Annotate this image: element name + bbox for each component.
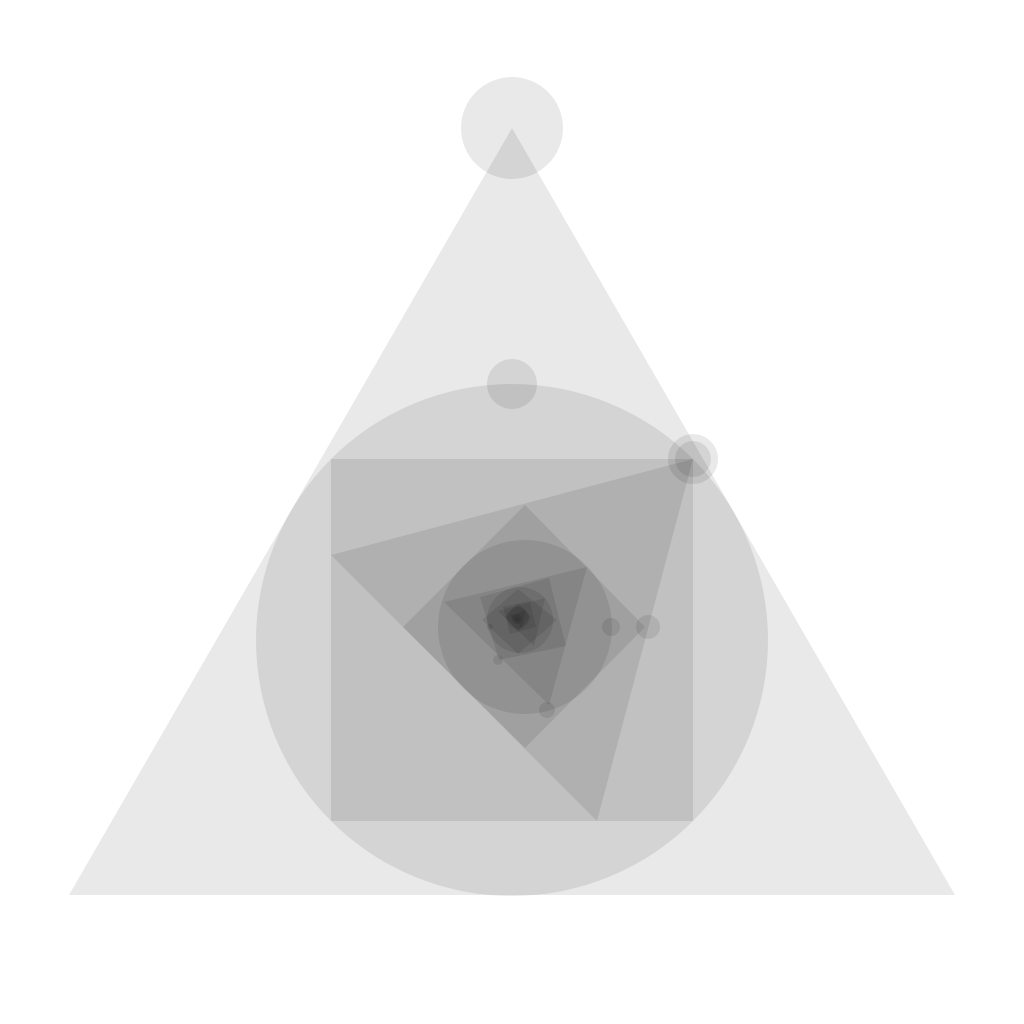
nested-diamond-2 (505, 603, 531, 632)
inner-square (480, 578, 566, 660)
nested-triangle-3 (498, 598, 545, 646)
nested-square-2 (503, 601, 536, 634)
large-circle (256, 384, 768, 896)
small-circle-upper (487, 359, 537, 409)
square (331, 459, 693, 821)
edge-circle-inner (675, 441, 711, 477)
center-dot (515, 617, 519, 621)
shapes-group (69, 77, 955, 896)
bottom-small-circle (539, 702, 555, 718)
nested-circle-4 (512, 614, 522, 624)
inner-circle (438, 540, 612, 714)
inner-circle-2 (487, 587, 553, 653)
nested-triangle-4 (510, 610, 526, 628)
rotated-triangle-2 (444, 567, 587, 705)
nested-circle-3 (507, 607, 529, 629)
rotated-triangle-1 (331, 459, 693, 821)
right-circle-inner (602, 618, 620, 636)
top-circle (461, 77, 563, 179)
tiny-circle-dot (487, 624, 493, 630)
diamond (403, 505, 645, 748)
right-circle-outer (636, 615, 660, 639)
tiny-circle-left (493, 655, 503, 665)
edge-circle-outer (668, 434, 718, 484)
outer-triangle (69, 128, 955, 895)
inner-diamond (482, 589, 557, 654)
